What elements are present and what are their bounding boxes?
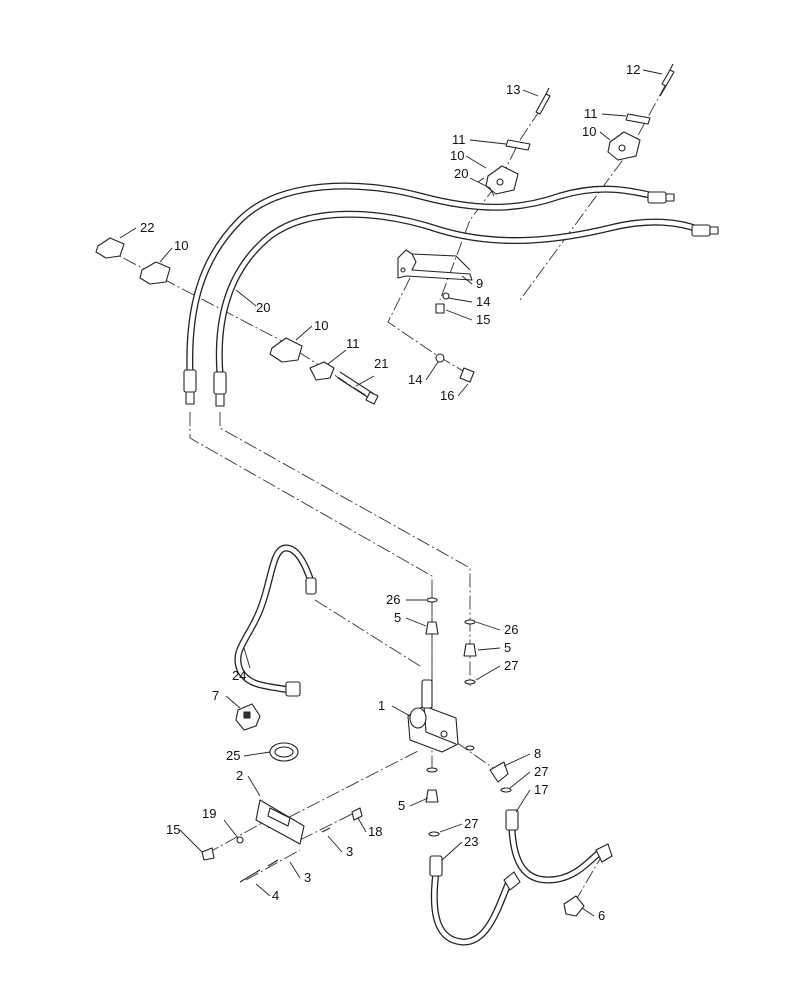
bracket-9 <box>397 249 475 383</box>
callout-19: 19 <box>202 806 216 821</box>
callout-22: 22 <box>140 220 154 235</box>
callout-10: 10 <box>314 318 328 333</box>
callout-15: 15 <box>476 312 490 327</box>
callout-26: 26 <box>386 592 400 607</box>
callout-8: 8 <box>534 746 541 761</box>
callout-18: 18 <box>368 824 382 839</box>
wire-harness-24 <box>234 544 317 697</box>
callout-24: 24 <box>232 668 246 683</box>
callout-4: 4 <box>272 888 279 903</box>
callout-15: 15 <box>166 822 180 837</box>
tie-ring-25 <box>269 742 299 762</box>
callout-12: 12 <box>626 62 640 77</box>
callout-23: 23 <box>464 834 478 849</box>
elbow-fitting-8 <box>489 761 512 793</box>
callout-27: 27 <box>504 658 518 673</box>
callout-5: 5 <box>504 640 511 655</box>
valve-block-1 <box>407 679 459 753</box>
callout-9: 9 <box>476 276 483 291</box>
callout-2: 2 <box>236 768 243 783</box>
fittings-column <box>425 597 477 837</box>
callout-13: 13 <box>506 82 520 97</box>
leader-lines <box>119 69 663 917</box>
callout-16: 16 <box>440 388 454 403</box>
clamp-hardware-upper <box>95 63 675 405</box>
hose-assembly-23 <box>429 855 521 946</box>
callout-26: 26 <box>504 622 518 637</box>
hose-assembly-20 <box>183 182 719 407</box>
callout-10: 10 <box>450 148 464 163</box>
callout-3: 3 <box>346 844 353 859</box>
callout-20: 20 <box>454 166 468 181</box>
callout-11: 11 <box>346 336 360 351</box>
connector-7 <box>235 703 261 731</box>
callout-10: 10 <box>582 124 596 139</box>
callout-5: 5 <box>394 610 401 625</box>
callout-14: 14 <box>408 372 422 387</box>
callout-labels: 12 13 11 10 11 10 20 22 10 9 14 15 20 10… <box>140 62 640 923</box>
callout-11: 11 <box>584 106 598 121</box>
callout-14: 14 <box>476 294 490 309</box>
fitting-6 <box>563 895 585 917</box>
callout-7: 7 <box>212 688 219 703</box>
callout-1: 1 <box>378 698 385 713</box>
callout-27: 27 <box>464 816 478 831</box>
callout-10: 10 <box>174 238 188 253</box>
mount-bracket-2 <box>255 799 305 845</box>
callout-27: 27 <box>534 764 548 779</box>
callout-21: 21 <box>374 356 388 371</box>
callout-3: 3 <box>304 870 311 885</box>
bracket-hardware <box>201 807 363 883</box>
callout-20: 20 <box>256 300 270 315</box>
hose-assembly-17 <box>505 809 613 884</box>
assembly-centerlines <box>103 83 667 901</box>
callout-17: 17 <box>534 782 548 797</box>
callout-25: 25 <box>226 748 240 763</box>
callout-6: 6 <box>598 908 605 923</box>
callout-5: 5 <box>398 798 405 813</box>
callout-11: 11 <box>452 132 466 147</box>
